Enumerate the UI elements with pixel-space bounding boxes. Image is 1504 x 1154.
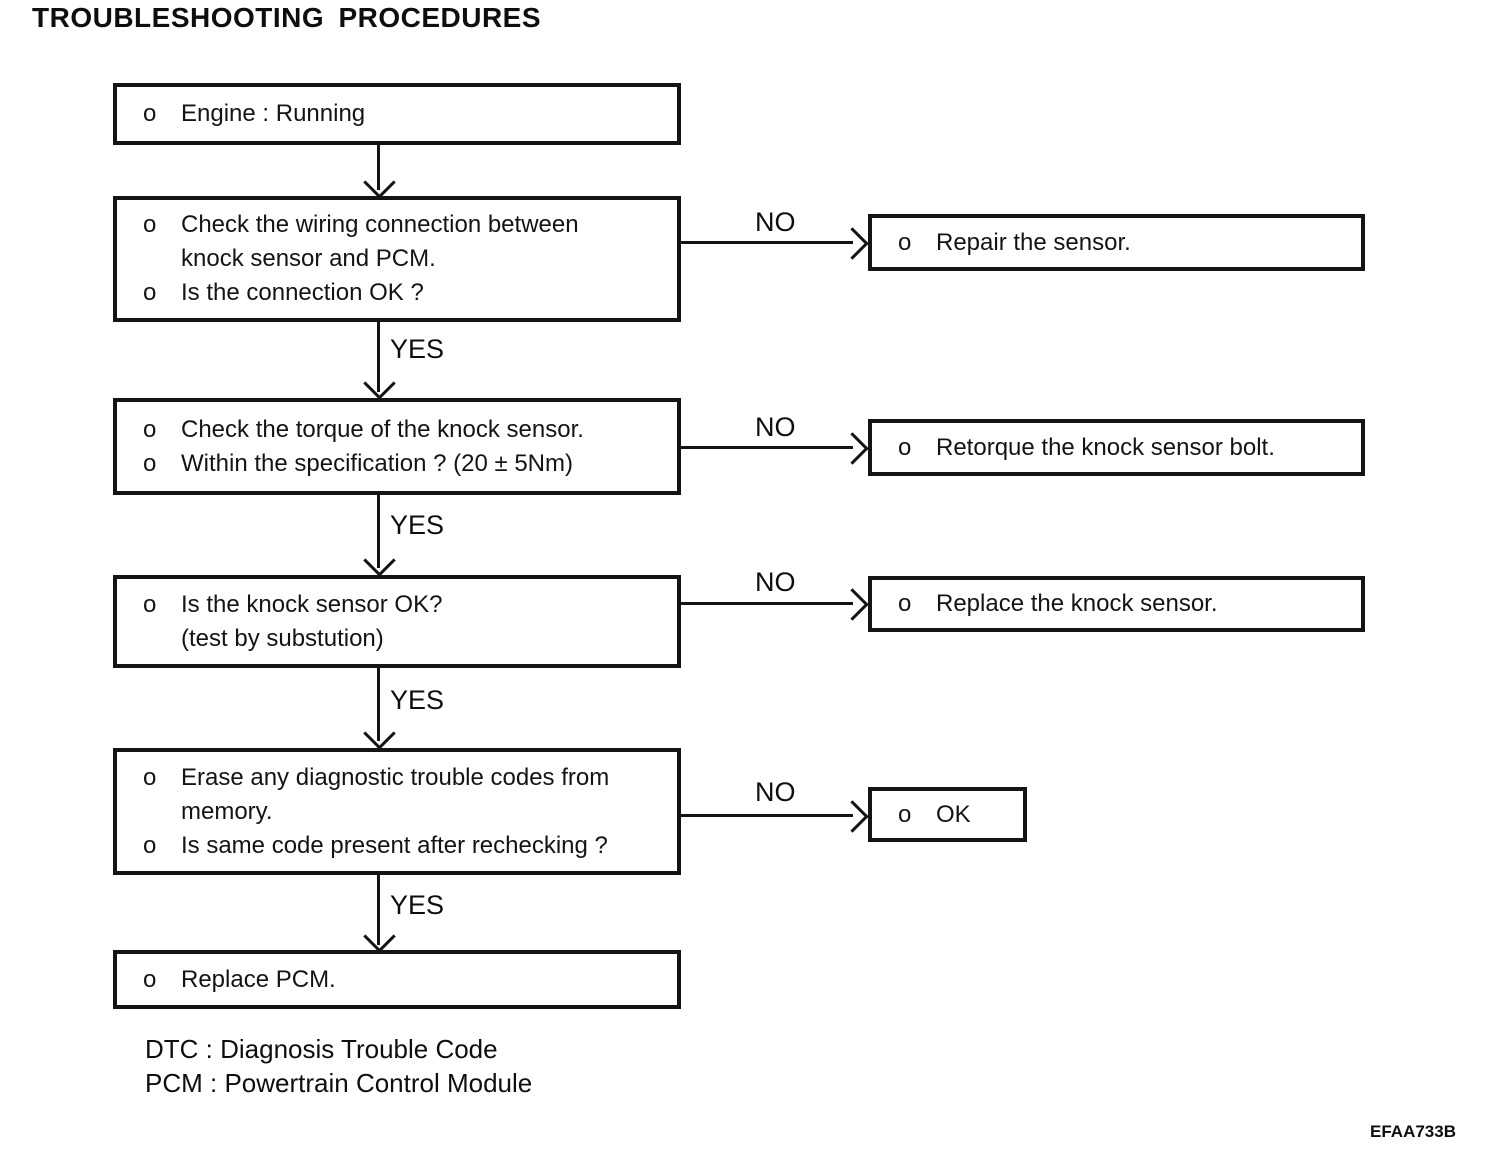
step-text: (test by substution): [181, 624, 384, 652]
flow-step-sensor-ok: o Is the knock sensor OK? (test by subst…: [113, 575, 681, 668]
branch-label-yes: YES: [390, 685, 445, 715]
step-text: Check the wiring connection between: [181, 211, 579, 238]
step-line: o Check the wiring connection between: [117, 208, 677, 242]
arrow-right-icon: [836, 588, 869, 621]
bullet-marker: o: [898, 800, 912, 828]
arrow-right-icon: [836, 800, 869, 833]
step-line: o Is the knock sensor OK?: [117, 588, 677, 622]
bullet-marker: o: [143, 211, 157, 238]
step-text: Within the specification ? (20 ± 5Nm): [181, 449, 573, 477]
bullet-marker: o: [143, 100, 157, 127]
figure-code: EFAA733B: [1370, 1122, 1456, 1141]
bullet-marker: o: [898, 228, 912, 256]
connector-line: [377, 145, 380, 190]
bullet-marker: o: [143, 415, 157, 443]
arrow-right-icon: [836, 227, 869, 260]
action-line: o OK: [872, 798, 1023, 832]
step-line: o Engine : Running: [117, 97, 677, 131]
arrow-down-icon: [363, 544, 396, 577]
action-line: o Replace the knock sensor.: [872, 587, 1361, 621]
bullet-marker: o: [898, 590, 912, 617]
flow-step-replace-pcm: o Replace PCM.: [113, 950, 681, 1009]
bullet-marker: [137, 242, 181, 276]
bullet-marker: o: [143, 590, 157, 618]
connector-line: [681, 602, 853, 605]
connector-line: [681, 446, 853, 449]
step-line: o Is the connection OK ?: [117, 276, 677, 310]
action-text: Repair the sensor.: [936, 228, 1131, 256]
flow-action-repair-sensor: o Repair the sensor.: [868, 214, 1365, 271]
bullet-marker: o: [143, 449, 157, 477]
action-line: o Repair the sensor.: [872, 226, 1361, 260]
flow-step-erase-codes: o Erase any diagnostic trouble codes fro…: [113, 748, 681, 875]
step-line: o Check the torque of the knock sensor.: [117, 413, 677, 447]
branch-label-yes: YES: [390, 510, 445, 540]
step-text: Check the torque of the knock sensor.: [181, 415, 584, 443]
step-text: Erase any diagnostic trouble codes from: [181, 763, 610, 791]
bullet-marker: o: [143, 965, 157, 993]
action-line: o Retorque the knock sensor bolt.: [872, 431, 1361, 465]
step-line: o Replace PCM.: [117, 963, 677, 997]
branch-label-no: NO: [755, 777, 796, 807]
bullet-marker: [137, 795, 181, 829]
step-line: (test by substution): [117, 622, 677, 656]
arrow-down-icon: [363, 166, 396, 199]
action-text: Retorque the knock sensor bolt.: [936, 433, 1275, 461]
connector-line: [681, 814, 853, 817]
step-text: Replace PCM.: [181, 965, 336, 993]
page-title: TROUBLESHOOTING PROCEDURES: [32, 2, 542, 33]
branch-label-no: NO: [755, 412, 796, 442]
action-text: Replace the knock sensor.: [936, 590, 1218, 617]
branch-label-yes: YES: [390, 890, 445, 920]
bullet-marker: o: [143, 831, 157, 859]
arrow-right-icon: [836, 432, 869, 465]
step-text: knock sensor and PCM.: [181, 245, 436, 272]
arrow-down-icon: [363, 920, 396, 953]
branch-label-yes: YES: [390, 334, 445, 364]
connector-line: [377, 668, 380, 741]
flow-step-engine-running: o Engine : Running: [113, 83, 681, 145]
connector-line: [681, 241, 853, 244]
bullet-marker: o: [143, 763, 157, 791]
step-text: Is the knock sensor OK?: [181, 590, 443, 618]
step-text: Is same code present after rechecking ?: [181, 831, 608, 859]
step-text: memory.: [181, 797, 273, 825]
flow-step-check-wiring: o Check the wiring connection between kn…: [113, 196, 681, 322]
arrow-down-icon: [363, 717, 396, 750]
step-text: Engine : Running: [181, 100, 366, 127]
bullet-marker: o: [898, 433, 912, 461]
step-line: o Is same code present after rechecking …: [117, 829, 677, 863]
connector-line: [377, 495, 380, 568]
branch-label-no: NO: [755, 567, 796, 597]
step-line: memory.: [117, 795, 677, 829]
flow-action-replace-sensor: o Replace the knock sensor.: [868, 576, 1365, 632]
bullet-marker: o: [143, 279, 157, 306]
arrow-down-icon: [363, 367, 396, 400]
step-line: o Within the specification ? (20 ± 5Nm): [117, 447, 677, 481]
flow-action-ok: o OK: [868, 787, 1027, 842]
connector-line: [377, 875, 380, 945]
step-line: o Erase any diagnostic trouble codes fro…: [117, 761, 677, 795]
step-line: knock sensor and PCM.: [117, 242, 677, 276]
branch-label-no: NO: [755, 207, 796, 237]
step-text: Is the connection OK ?: [181, 279, 424, 306]
connector-line: [377, 322, 380, 392]
action-text: OK: [936, 800, 971, 828]
bullet-marker: [137, 622, 181, 656]
flow-step-check-torque: o Check the torque of the knock sensor. …: [113, 398, 681, 495]
footnote-dtc: DTC : Diagnosis Trouble Code: [145, 1034, 498, 1064]
footnote-pcm: PCM : Powertrain Control Module: [145, 1068, 533, 1098]
flow-action-retorque-bolt: o Retorque the knock sensor bolt.: [868, 419, 1365, 476]
